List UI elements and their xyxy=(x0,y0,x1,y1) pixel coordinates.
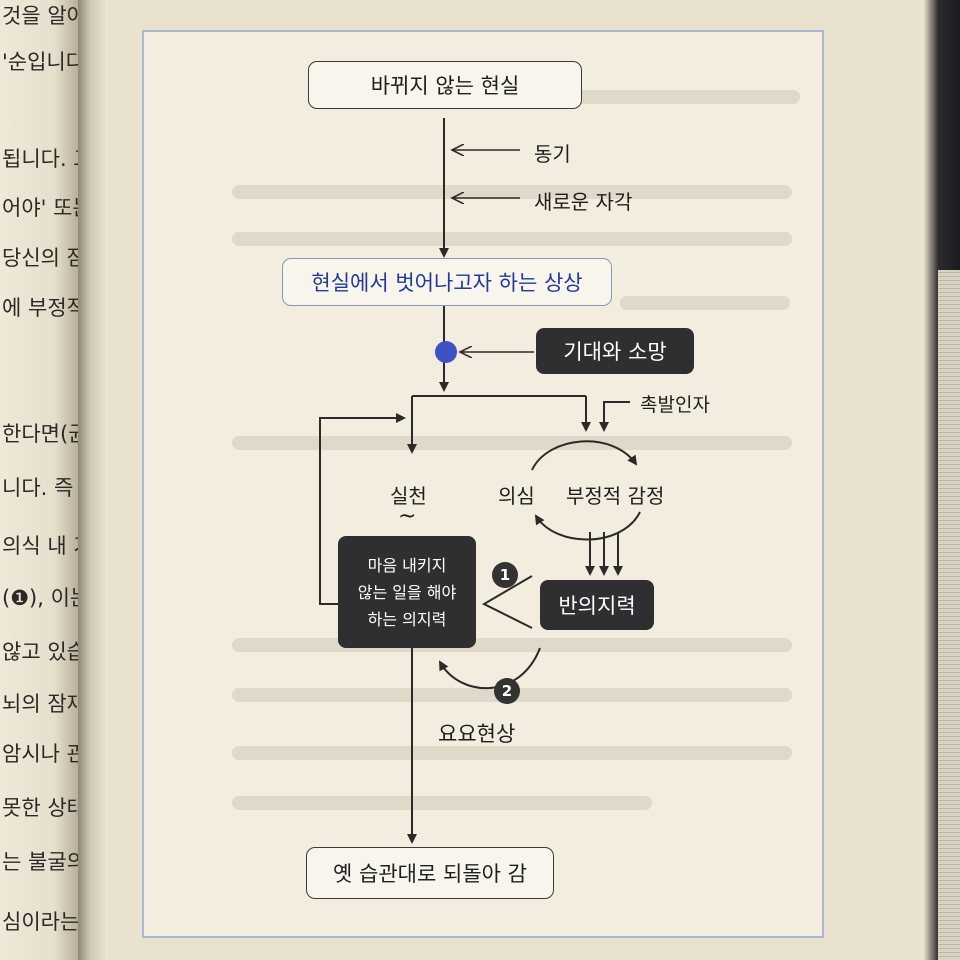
arrow-yoyo-curve xyxy=(439,647,541,690)
bleed-through-text xyxy=(232,746,792,760)
expectation-text: 기대와 소망 xyxy=(563,340,667,364)
left-page-line: 않고 있습니 xyxy=(2,640,78,664)
left-page-line: 한다면(균형 xyxy=(2,422,78,446)
willpower-line-1: 마음 내키지 xyxy=(367,555,447,575)
doubt-label: 의심 xyxy=(498,484,535,508)
counter-will-text: 반의지력 xyxy=(558,594,636,618)
fantasy-box: 현실에서 벗어나고자 하는 상상 xyxy=(282,258,612,306)
negative-emotion-label: 부정적 감정 xyxy=(566,484,665,508)
left-facing-page: 것을 알아야 '순입니다. 후 됩니다. 그것은 어야' 또는 그런 당신의 잠… xyxy=(0,0,78,960)
cycle-arc-top xyxy=(531,440,638,471)
left-page-line: 못한 상태라 xyxy=(2,796,78,820)
unchanging-reality-text: 바뀌지 않는 현실 xyxy=(370,74,520,98)
left-page-line: 의식 내 기초 xyxy=(2,534,78,558)
left-page-line: 에 부정적으로 xyxy=(2,296,78,320)
return-to-old-habits-box: 옛 습관대로 되돌아 감 xyxy=(306,847,554,899)
left-page-line: 당신의 잠재의 xyxy=(2,246,78,270)
arrow-trigger xyxy=(599,401,630,432)
unchanging-reality-box: 바뀌지 않는 현실 xyxy=(308,61,582,109)
opposition-chevron xyxy=(481,575,533,629)
willpower-line-3: 하는 의지력 xyxy=(367,609,447,629)
left-page-line: 뇌의 잠재의 xyxy=(2,692,78,716)
step-1-badge: 1 xyxy=(492,562,518,588)
left-page-line: 됩니다. 그것은 xyxy=(2,147,78,171)
left-page-line: 것을 알아야 xyxy=(2,4,78,28)
left-page-line: 암시나 관련 xyxy=(2,742,78,766)
arrow-feedback-loop xyxy=(319,413,406,605)
figure-frame xyxy=(142,30,824,938)
step-2-badge: 2 xyxy=(494,678,520,704)
left-page-line: 어야' 또는 그런 xyxy=(2,196,78,220)
junction-dot xyxy=(435,341,457,363)
practice-tilde: ~ xyxy=(398,504,417,529)
page-stack-edge xyxy=(938,270,960,960)
expectation-box: 기대와 소망 xyxy=(536,328,694,374)
cycle-arc-bottom xyxy=(534,511,641,541)
trigger-label: 촉발인자 xyxy=(640,394,710,416)
motivation-label: 동기 xyxy=(534,142,571,166)
counter-will-box: 반의지력 xyxy=(540,580,654,630)
new-awareness-label: 새로운 자각 xyxy=(534,190,633,214)
return-to-old-habits-text: 옛 습관대로 되돌아 감 xyxy=(333,862,527,886)
bleed-through-text xyxy=(232,185,792,199)
left-page-line: '순입니다. 후 xyxy=(2,50,78,74)
yoyo-label: 요요현상 xyxy=(438,722,516,746)
practice-label: 실천 xyxy=(390,484,427,508)
left-page-line: 는 불굴의 xyxy=(2,850,78,874)
bleed-through-text xyxy=(560,90,800,104)
left-page-line: 니다. 즉 현실 xyxy=(2,476,78,500)
bleed-through-text xyxy=(232,436,792,450)
willpower-box: 마음 내키지 않는 일을 해야 하는 의지력 xyxy=(338,536,476,648)
book-gutter xyxy=(78,0,108,960)
willpower-line-2: 않는 일을 해야 xyxy=(357,582,457,602)
bleed-through-text xyxy=(232,796,652,810)
left-page-line: (❶), 이는 결 xyxy=(2,586,78,610)
left-page-line: 심이라는 xyxy=(2,910,78,934)
fantasy-text: 현실에서 벗어나고자 하는 상상 xyxy=(311,271,583,295)
bleed-through-text xyxy=(620,296,790,310)
bleed-through-text xyxy=(232,232,792,246)
